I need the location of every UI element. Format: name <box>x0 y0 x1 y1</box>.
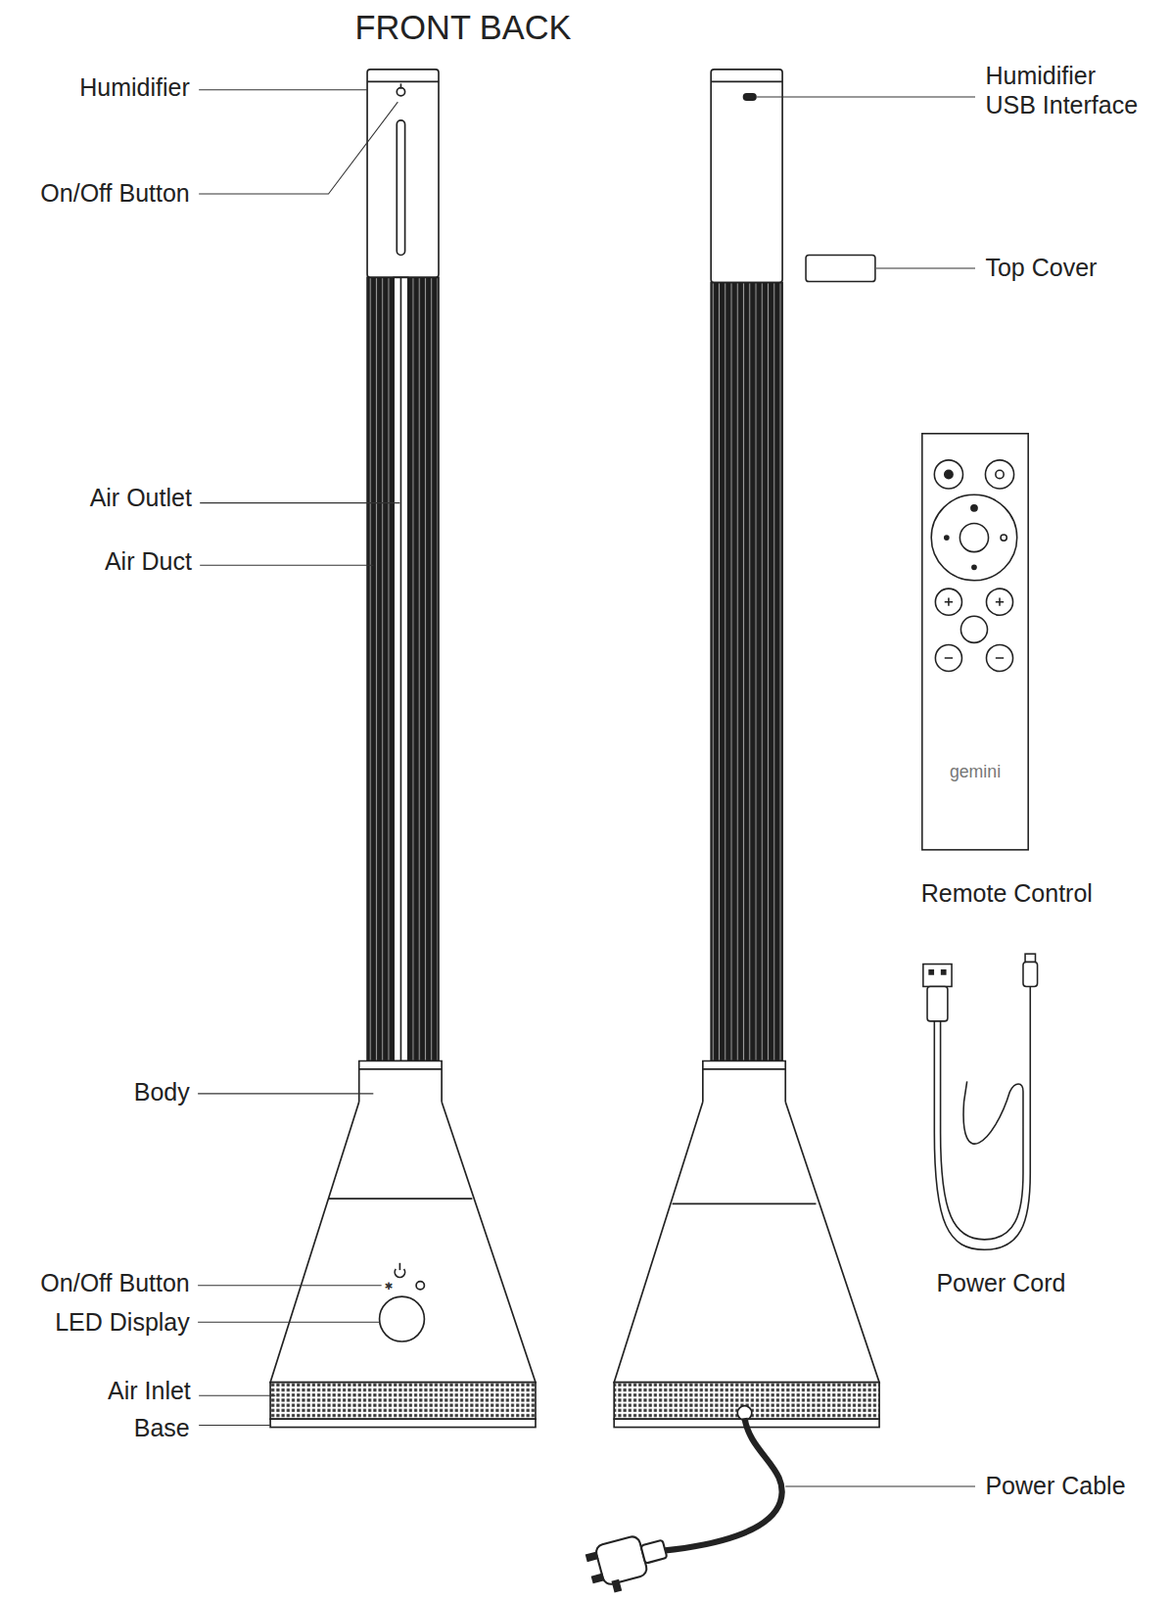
part-label: Base <box>134 1413 190 1443</box>
part-label: Air Outlet <box>90 483 192 513</box>
part-label: Air Duct <box>104 548 192 577</box>
part-label: Remote Control <box>921 879 1093 908</box>
part-label: On/Off Button <box>40 180 189 209</box>
part-label: On/Off Button <box>40 1268 189 1298</box>
part-label: Power Cord <box>936 1268 1066 1298</box>
part-label: Body <box>134 1077 190 1107</box>
leader-lines <box>197 90 976 1487</box>
brand-mark: gemini <box>949 761 1001 782</box>
accessories <box>805 254 1037 1250</box>
svg-text:✱: ✱ <box>384 1279 394 1292</box>
part-label: Air Inlet <box>107 1377 191 1406</box>
front-unit: ✱ <box>270 69 536 1428</box>
part-label: Top Cover <box>984 254 1097 283</box>
part-label: Humidifier USB Interface <box>984 62 1151 119</box>
back-unit <box>584 69 880 1597</box>
part-label: Power Cable <box>984 1472 1125 1501</box>
view-heading: FRONT BACK <box>355 7 572 47</box>
part-label: Humidifier <box>79 73 190 102</box>
part-label: LED Display <box>54 1308 190 1337</box>
